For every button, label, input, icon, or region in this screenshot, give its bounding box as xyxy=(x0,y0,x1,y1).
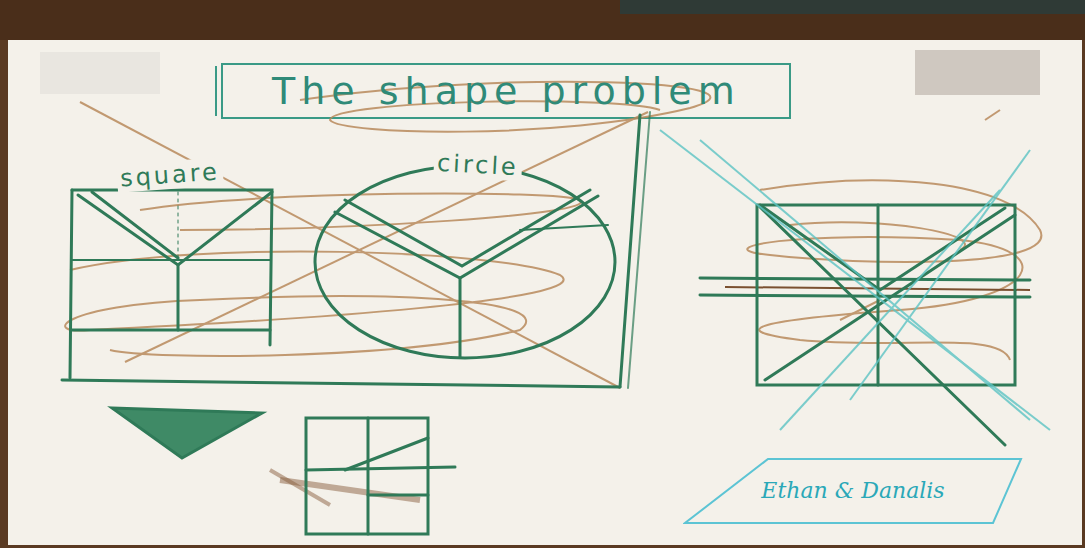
sketch-title: The shape problem xyxy=(272,69,741,113)
paper-sheet xyxy=(8,40,1082,545)
shape-label: circle xyxy=(433,149,522,182)
signature-text: Ethan & Danalis xyxy=(738,479,968,503)
signature-parallelogram: Ethan & Danalis xyxy=(683,457,1023,525)
